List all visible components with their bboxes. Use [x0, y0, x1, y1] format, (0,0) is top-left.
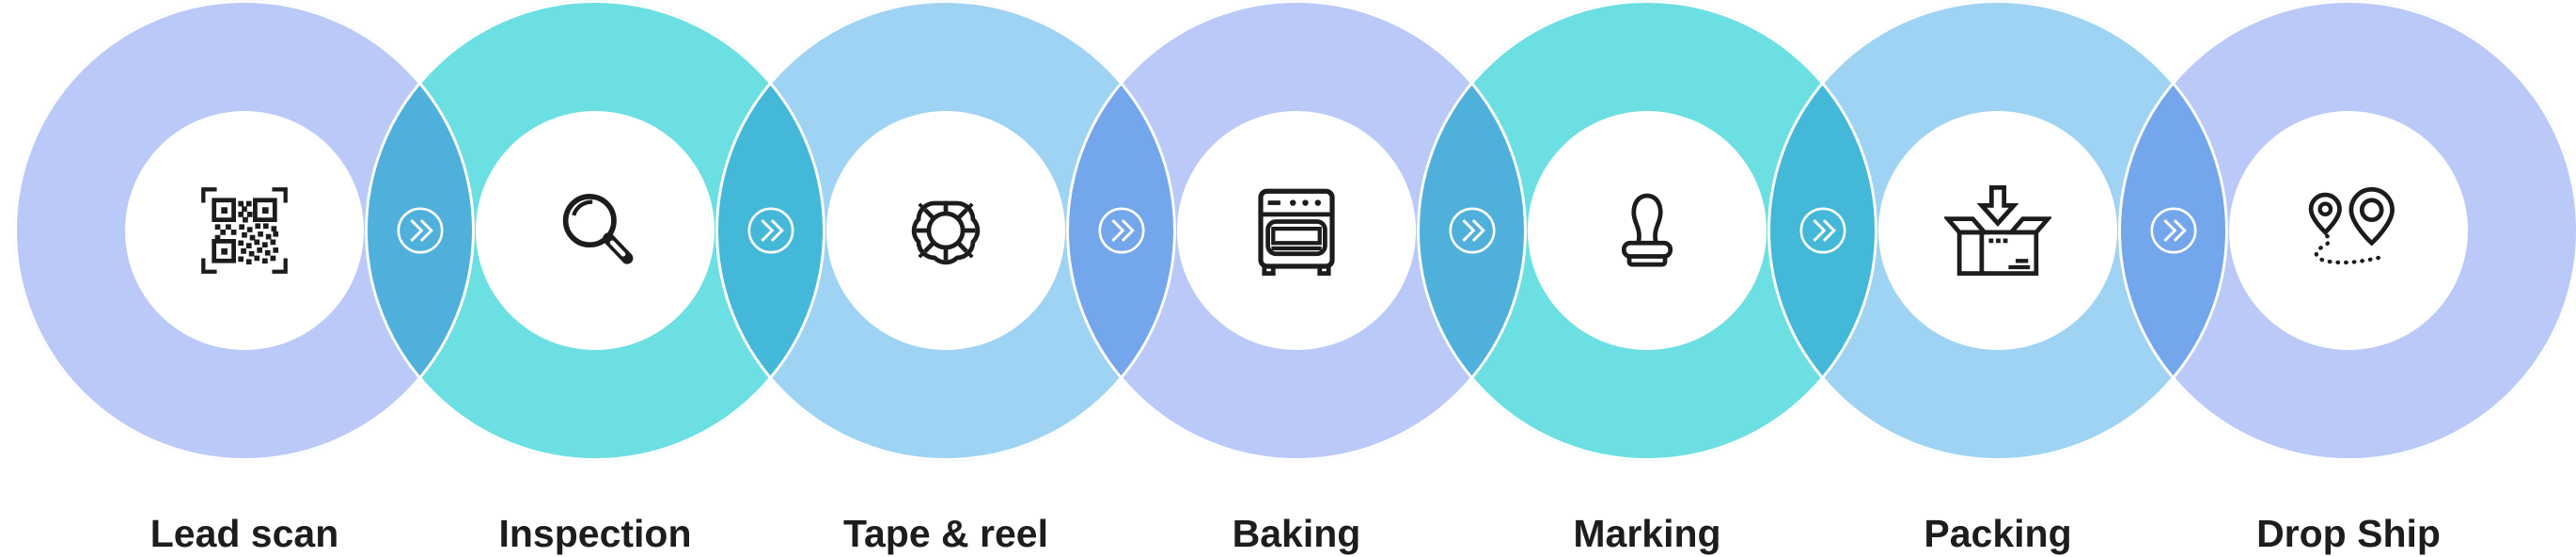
stamp-icon — [1594, 177, 1701, 284]
step-inner-circle — [1177, 111, 1416, 350]
connector-badge — [1797, 204, 1849, 257]
step-label: Marking — [1573, 512, 1721, 555]
connector-badge — [394, 204, 447, 257]
route-pins-icon — [2295, 177, 2402, 284]
packing-box-icon — [1944, 177, 2051, 284]
step-label: Drop Ship — [2256, 512, 2441, 555]
connector-badge — [2147, 204, 2200, 257]
step-inner-circle — [2229, 111, 2468, 350]
step-label: Packing — [1924, 512, 2072, 555]
step-inner-circle — [125, 111, 364, 350]
step-inner-circle — [1878, 111, 2117, 350]
double-chevron-icon — [1797, 204, 1849, 257]
double-chevron-icon — [745, 204, 797, 257]
double-chevron-icon — [1095, 204, 1148, 257]
connector-badge — [1446, 204, 1499, 257]
step-ring-outline — [2118, 0, 2576, 461]
double-chevron-icon — [1446, 204, 1499, 257]
qr-scan-icon — [191, 177, 298, 284]
step-label: Lead scan — [149, 512, 339, 555]
double-chevron-icon — [394, 204, 447, 257]
oven-icon — [1243, 177, 1350, 284]
magnifier-icon — [542, 177, 649, 284]
step-label: Baking — [1232, 512, 1361, 555]
step-inner-circle — [826, 111, 1065, 350]
step-inner-circle — [476, 111, 715, 350]
connector-badge — [1095, 204, 1148, 257]
connector-badge — [745, 204, 797, 257]
step-label: Tape & reel — [843, 512, 1048, 555]
reel-icon — [892, 177, 999, 284]
step-label: Inspection — [498, 512, 692, 555]
double-chevron-icon — [2147, 204, 2200, 257]
step-inner-circle — [1528, 111, 1767, 350]
